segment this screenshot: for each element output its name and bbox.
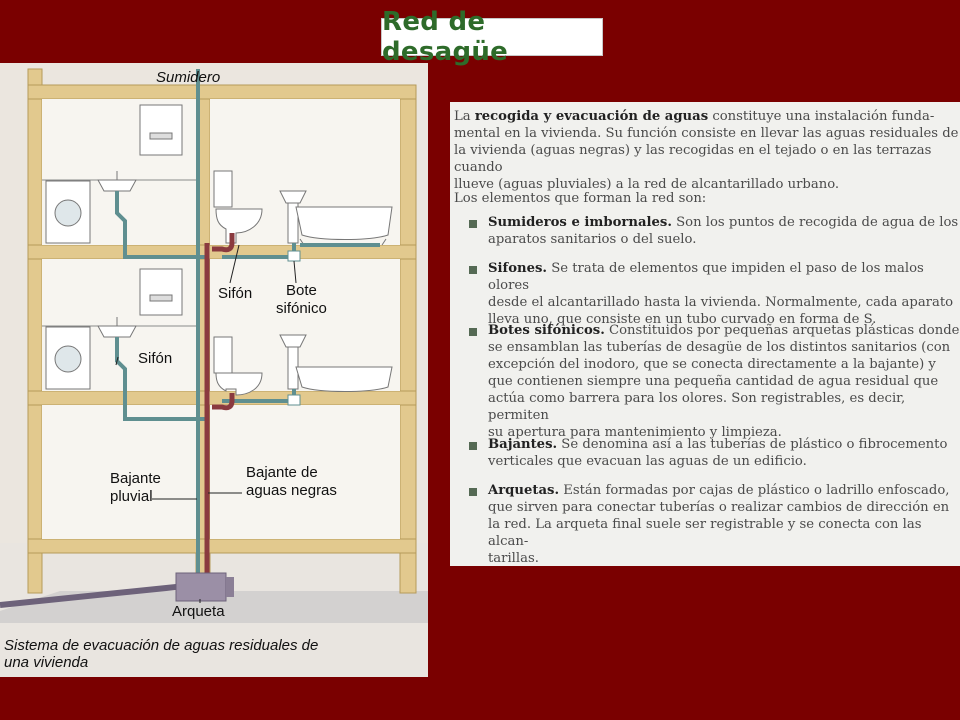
intro-prefix: La <box>454 109 475 124</box>
label-sifon-lower: Sifón <box>138 350 172 367</box>
bullet-square-icon <box>469 488 477 496</box>
list-item: Botes sifónicos. Constituidos por pequeñ… <box>488 322 960 441</box>
caption-line-2: una vivienda <box>4 654 424 671</box>
label-sifon-upper: Sifón <box>218 285 252 302</box>
list-item: Sumideros e imbornales. Son los puntos d… <box>488 214 958 248</box>
label-bote-line1: Bote <box>286 282 317 299</box>
intro-line2: mental en la vivienda. Su función consis… <box>454 125 960 142</box>
label-bote-line2: sifónico <box>276 300 327 317</box>
page-title: Red de desagüe <box>382 7 602 67</box>
caption-line-1: Sistema de evacuación de aguas residuale… <box>4 637 424 654</box>
label-bajante-pluvial-line1: Bajante <box>110 470 161 487</box>
diagram-caption: Sistema de evacuación de aguas residuale… <box>4 637 424 671</box>
intro-bold: recogida y evacuación de aguas <box>475 109 708 124</box>
drainage-diagram-panel: Sumidero Sifón Bote sifónico Sifón Bajan… <box>0 63 428 677</box>
bote-sifonico-upper <box>288 251 300 261</box>
label-sumidero: Sumidero <box>156 69 220 86</box>
intro-paragraph: La recogida y evacuación de aguas consti… <box>454 108 960 193</box>
text-panel: La recogida y evacuación de aguas consti… <box>450 102 960 566</box>
intro-line1-rest: constituye una instalación funda- <box>708 109 934 124</box>
label-bajante-pluvial-line2: pluvial <box>110 488 153 505</box>
bullet-square-icon <box>469 266 477 274</box>
intro-line3: la vivienda (aguas negras) y las recogid… <box>454 142 960 176</box>
title-box: Red de desagüe <box>381 18 603 56</box>
drainage-diagram: Sumidero Sifón Bote sifónico Sifón Bajan… <box>0 63 428 677</box>
bote-sifonico-lower <box>288 395 300 405</box>
arqueta-box <box>176 573 234 601</box>
elements-heading: Los elementos que forman la red son: <box>454 190 706 207</box>
list-item: Bajantes. Se denomina así a las tuberías… <box>488 436 947 470</box>
bullet-square-icon <box>469 328 477 336</box>
washing-machine-lower <box>46 327 90 389</box>
washing-machine-upper <box>46 181 90 243</box>
label-bajante-negras-line1: Bajante de <box>246 464 318 481</box>
label-arqueta: Arqueta <box>172 603 225 620</box>
bullet-square-icon <box>469 442 477 450</box>
label-bajante-negras-line2: aguas negras <box>246 482 337 499</box>
list-item: Arquetas. Están formadas por cajas de pl… <box>488 482 960 566</box>
water-heater-lower <box>140 269 182 315</box>
bathtub-lower <box>296 367 392 392</box>
list-item: Sifones. Se trata de elementos que impid… <box>488 260 960 328</box>
water-heater-upper <box>140 105 182 155</box>
bullet-square-icon <box>469 220 477 228</box>
